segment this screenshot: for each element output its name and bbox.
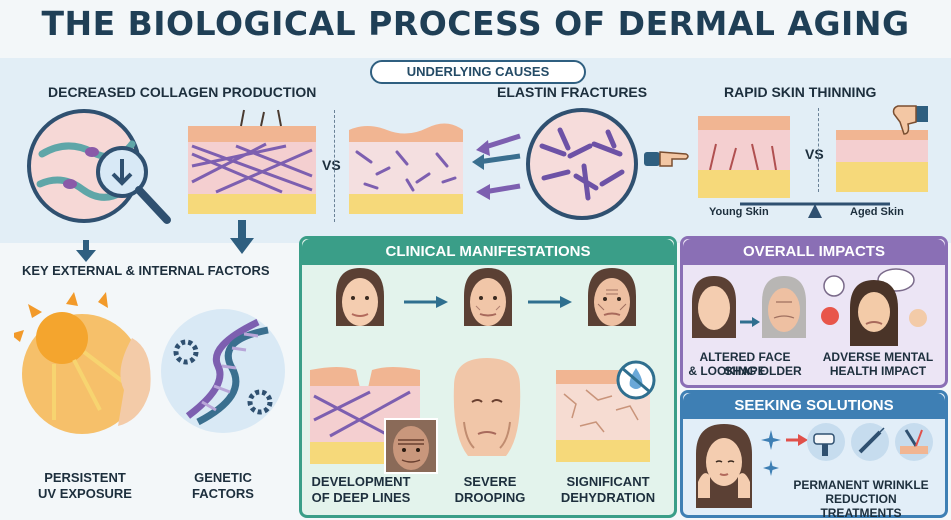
deep-lines-label-1: DEVELOPMENT [311, 474, 411, 489]
face-young-illustration [332, 266, 388, 338]
face-older-illustration [584, 266, 640, 338]
collagen-heading: DECREASED COLLAGEN PRODUCTION [48, 84, 317, 100]
laser-device-icon [806, 422, 846, 462]
uv-exposure-label-1: PERSISTENT [44, 470, 126, 485]
elastin-fracture-illustration [524, 106, 640, 222]
genetic-factors-label-1: GENETIC [194, 470, 252, 485]
page-title: THE BIOLOGICAL PROCESS OF DERMAL AGING [41, 4, 910, 43]
drooping-label-2: DROOPING [454, 490, 526, 505]
face-middle-illustration [460, 266, 516, 338]
mental-health-label-1: ADVERSE MENTAL [822, 350, 934, 364]
dehydration-skin-illustration [556, 360, 662, 466]
aging-face-comparison-illustration [690, 272, 810, 346]
thinning-heading: RAPID SKIN THINNING [724, 84, 877, 100]
skin-treatment-icon [894, 422, 934, 462]
genetic-factors-illustration [158, 306, 288, 436]
face-shape-label-2: & LOOKING OLDER [688, 364, 802, 378]
sparkle-icon [760, 430, 782, 480]
aged-skin-label: Aged Skin [850, 206, 904, 218]
thinning-divider [818, 108, 820, 192]
underlying-causes-pill: UNDERLYING CAUSES [370, 60, 586, 84]
collagen-aged-skin-block [347, 112, 465, 218]
face-shape-label-1: ALTERED FACE SHAPE [699, 350, 791, 378]
wrinkled-face-photo [384, 418, 438, 474]
dehydration-label-2: DEHYDRATION [560, 490, 656, 505]
progress-arrow-1-icon [404, 296, 448, 308]
genetic-factors-label-2: FACTORS [192, 486, 254, 501]
young-skin-label: Young Skin [709, 206, 769, 218]
collagen-divider [334, 110, 336, 222]
mental-health-label-2: HEALTH IMPACT [829, 364, 927, 378]
thumbs-down-icon [888, 104, 930, 136]
drooping-label-1: SEVERE [463, 474, 517, 489]
solutions-label-1: PERMANENT WRINKLE [793, 478, 929, 492]
progress-arrow-2-icon [528, 296, 572, 308]
young-skin-block [696, 110, 792, 202]
drooping-face-illustration [446, 356, 528, 466]
thinning-vs-label: VS [805, 146, 824, 162]
factors-heading: KEY EXTERNAL & INTERNAL FACTORS [22, 263, 270, 278]
aged-skin-block [834, 124, 930, 196]
uv-exposure-illustration [14, 290, 154, 440]
fibroblast-magnifier-illustration [22, 104, 182, 234]
woman-touching-face-illustration [688, 418, 760, 510]
down-arrow-right-icon [230, 220, 254, 254]
elastin-heading: ELASTIN FRACTURES [497, 84, 648, 100]
mental-health-illustration [820, 268, 934, 348]
seeking-solutions-heading: SEEKING SOLUTIONS [683, 393, 945, 419]
elastin-arrows [470, 126, 526, 206]
balance-scale [740, 198, 890, 220]
uv-exposure-label-2: UV EXPOSURE [38, 486, 132, 501]
overall-impacts-heading: OVERALL IMPACTS [683, 239, 945, 265]
collagen-young-skin-block [186, 106, 318, 218]
dehydration-label-1: SIGNIFICANT [566, 474, 650, 489]
clinical-manifestations-heading: CLINICAL MANIFESTATIONS [302, 239, 674, 265]
solutions-label-2: REDUCTION TREATMENTS [820, 492, 902, 520]
deep-lines-label-2: OF DEEP LINES [311, 490, 411, 505]
treatment-arrow-icon [786, 434, 808, 446]
down-arrow-left-icon [76, 240, 96, 262]
injection-device-icon [850, 422, 890, 462]
pointing-hand-icon [642, 146, 692, 170]
collagen-vs-label: VS [322, 157, 341, 173]
